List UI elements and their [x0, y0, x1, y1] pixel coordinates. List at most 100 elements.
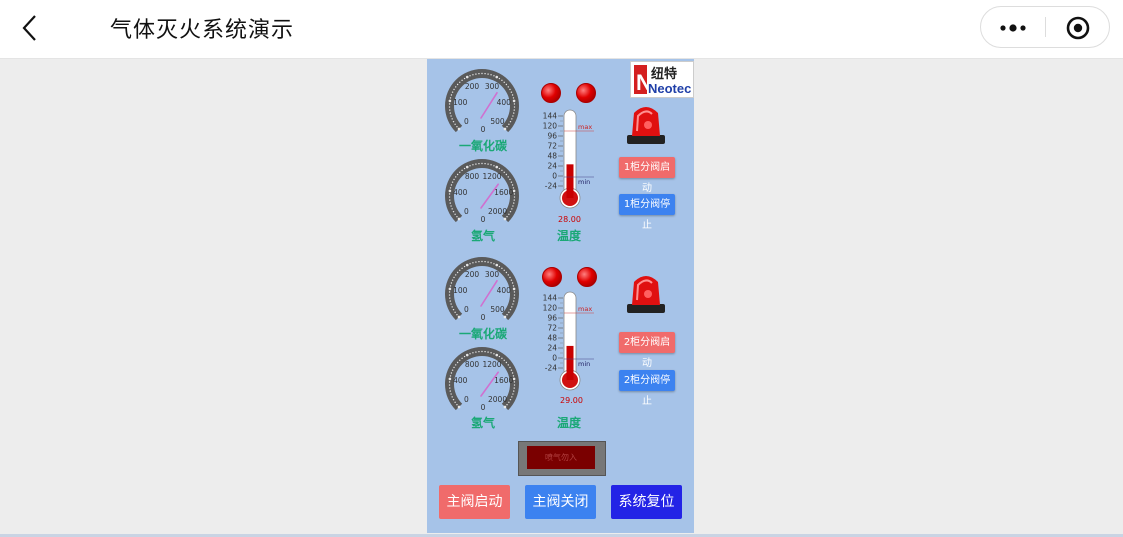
thermometer-min-label: min [578, 360, 590, 368]
gauge-tick-label: 1600 [494, 376, 513, 385]
main-valve-close-button[interactable]: 主阀关闭 [525, 485, 596, 519]
gauge-tick-label: 1600 [494, 188, 513, 197]
gauge-value-readout: 0 [481, 215, 486, 224]
thermometer-mercury [566, 345, 574, 380]
thermometer-tick-label: 144 [543, 294, 558, 303]
chevron-left-icon [22, 15, 36, 41]
top-nav-bar: 气体灭火系统演示 [0, 0, 1123, 59]
siren-icon [627, 276, 665, 313]
gauge-tick-label: 400 [453, 188, 468, 197]
co-gauge-2: 0 100 200 300 400 500 0 [442, 254, 522, 334]
thermometer-tick-label: 72 [547, 142, 557, 151]
gauge-needle [480, 91, 498, 119]
logo-bottom-text: Neotec [648, 81, 691, 96]
more-dots-icon [1000, 24, 1026, 32]
cabinet-1-valve-stop-button[interactable]: 1柜分阀停止 [619, 194, 675, 231]
gauge-tick-label: 0 [464, 207, 469, 216]
temperature-label-1: 温度 [557, 229, 582, 243]
thermometer-tick-label: 144 [543, 112, 558, 121]
gauge-tick-label: 300 [485, 82, 500, 91]
gauge-tick-label: 0 [464, 117, 469, 126]
thermometer-tick-label: -24 [545, 364, 557, 373]
temperature-label-2: 温度 [557, 416, 582, 430]
thermometer-tick-label: 120 [543, 304, 558, 313]
temperature-reading-1: 28.00 [558, 215, 581, 224]
indicator-light-2a [542, 267, 562, 287]
gauge-tick-label: 800 [465, 172, 480, 181]
alarm-light-1 [624, 103, 668, 147]
capsule-divider [1045, 17, 1046, 37]
thermometer-tick-label: 0 [552, 354, 557, 363]
gauge-tick-label: 0 [464, 395, 469, 404]
gas-release-warning-sign: 喷气勿入 [518, 441, 606, 476]
gauge-tick-label: 100 [453, 98, 468, 107]
gas-release-warning-text: 喷气勿入 [527, 446, 595, 469]
neotec-logo: N 纽特 Neotec [630, 61, 694, 98]
gauge-tick-label: 0 [464, 305, 469, 314]
gauge-tick-label: 2000 [488, 207, 507, 216]
alarm-light-2 [624, 272, 668, 316]
gauge-tick-label: 1200 [482, 360, 501, 369]
gauge-value-readout: 0 [481, 125, 486, 134]
gauge-needle [480, 371, 499, 397]
thermometer-tick-label: 24 [547, 344, 557, 353]
back-button[interactable] [12, 10, 48, 46]
gauge-tick-label: 100 [453, 286, 468, 295]
thermometer-tick-label: 96 [547, 132, 557, 141]
thermometer-max-label: max [578, 123, 592, 131]
thermometer-max-label: max [578, 305, 592, 313]
gauge-value-readout: 0 [481, 313, 486, 322]
siren-icon [627, 107, 665, 144]
gauge-tick-label: 500 [490, 305, 505, 314]
h2-gauge-label-2: 氢气 [470, 416, 495, 430]
co-gauge-label-2: 一氧化碳 [458, 327, 507, 341]
indicator-light-1a [541, 83, 561, 103]
indicator-light-2b [577, 267, 597, 287]
more-button[interactable] [981, 7, 1045, 47]
thermometer-tick-label: 24 [547, 162, 557, 171]
thermometer-mercury [566, 164, 574, 198]
system-reset-button[interactable]: 系统复位 [611, 485, 682, 519]
thermometer-tick-label: -24 [545, 182, 557, 191]
thermometer-tick-label: 48 [547, 152, 557, 161]
cabinet-1-valve-start-button[interactable]: 1柜分阀启动 [619, 157, 675, 194]
co-gauge-label-1: 一氧化碳 [458, 139, 507, 153]
gauge-value-readout: 0 [481, 403, 486, 412]
gauge-tick-label: 200 [465, 82, 480, 91]
indicator-light-1b [576, 83, 596, 103]
gauge-needle [480, 183, 499, 209]
thermometer-tick-label: 72 [547, 324, 557, 333]
gauge-tick-label: 1200 [482, 172, 501, 181]
logo-top-text: 纽特 [651, 66, 677, 82]
page-title: 气体灭火系统演示 [110, 18, 295, 43]
cabinet-2-valve-stop-button[interactable]: 2柜分阀停止 [619, 370, 675, 407]
gauge-tick-label: 400 [497, 286, 512, 295]
h2-gauge-label-1: 氢气 [470, 229, 495, 243]
thermometer-tick-label: 96 [547, 314, 557, 323]
gauge-tick-label: 400 [453, 376, 468, 385]
thermometer-tick-label: 0 [552, 172, 557, 181]
gauge-tick-label: 400 [497, 98, 512, 107]
thermometer-min-label: min [578, 178, 590, 186]
mini-program-capsule [980, 6, 1110, 48]
main-valve-open-button[interactable]: 主阀启动 [439, 485, 510, 519]
thermometer-tick-label: 120 [543, 122, 558, 131]
gauge-tick-label: 300 [485, 270, 500, 279]
target-circle-icon [1066, 16, 1090, 40]
co-gauge-1: 0 100 200 300 400 500 0 [442, 66, 522, 146]
gauge-tick-label: 500 [490, 117, 505, 126]
bottom-border [0, 534, 1123, 537]
thermometer-tick-label: 48 [547, 334, 557, 343]
close-button[interactable] [1046, 7, 1109, 47]
cabinet-2-valve-start-button[interactable]: 2柜分阀启动 [619, 332, 675, 369]
svg-text:N: N [636, 70, 652, 95]
gauge-needle [480, 279, 498, 307]
gauge-tick-label: 2000 [488, 395, 507, 404]
gauge-tick-label: 200 [465, 270, 480, 279]
gauge-tick-label: 800 [465, 360, 480, 369]
temperature-reading-2: 29.00 [560, 396, 583, 405]
